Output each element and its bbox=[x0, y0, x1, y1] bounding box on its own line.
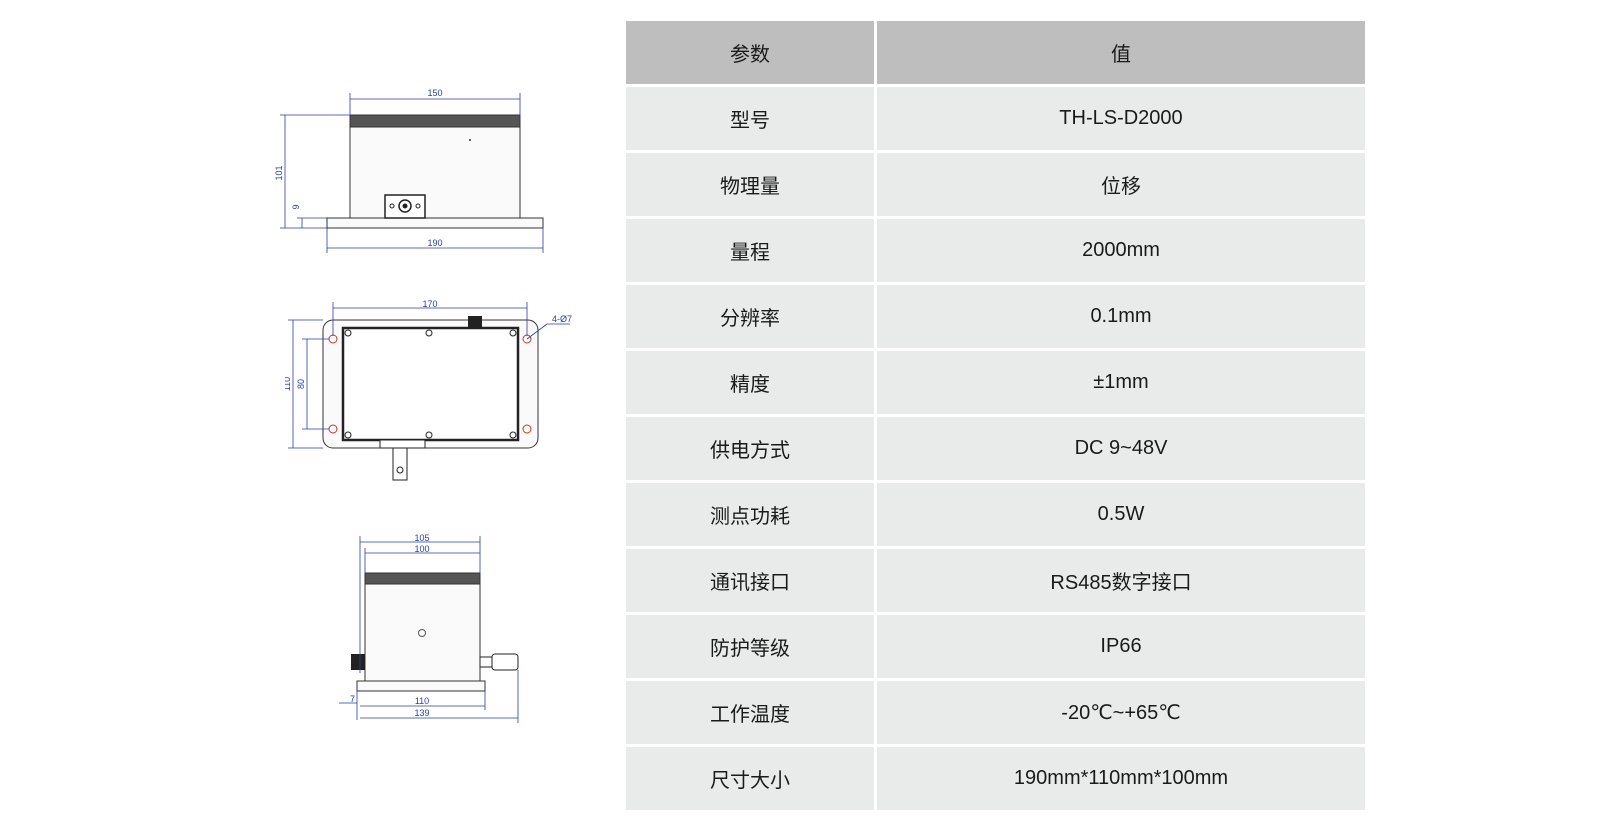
param-cell: 供电方式 bbox=[626, 417, 874, 480]
param-cell: 测点功耗 bbox=[626, 483, 874, 546]
value-cell: 2000mm bbox=[877, 219, 1365, 282]
front-width-label: 150 bbox=[427, 88, 442, 98]
table-row: 物理量 位移 bbox=[626, 153, 1365, 216]
param-cell: 分辨率 bbox=[626, 285, 874, 348]
param-cell: 精度 bbox=[626, 351, 874, 414]
param-cell: 尺寸大小 bbox=[626, 747, 874, 810]
spec-table: 参数 值 型号 TH-LS-D2000 物理量 位移 量程 2000mm 分辨率… bbox=[626, 21, 1365, 810]
table-row: 量程 2000mm bbox=[626, 219, 1365, 282]
param-cell: 量程 bbox=[626, 219, 874, 282]
value-cell: ±1mm bbox=[877, 351, 1365, 414]
front-base-height-label: 9 bbox=[291, 204, 301, 209]
table-row: 测点功耗 0.5W bbox=[626, 483, 1365, 546]
top-width-label: 170 bbox=[422, 299, 437, 309]
table-row: 精度 ±1mm bbox=[626, 351, 1365, 414]
table-row: 通讯接口 RS485数字接口 bbox=[626, 549, 1365, 612]
value-cell: TH-LS-D2000 bbox=[877, 87, 1365, 150]
side-overall-width-label: 139 bbox=[414, 708, 429, 718]
top-outer-height-label: 110 bbox=[285, 377, 292, 391]
side-inner-width-label: 100 bbox=[414, 544, 429, 554]
top-view-drawing: 170 4-Ø7 110 80 bbox=[282, 298, 585, 490]
table-row: 工作温度 -20℃~+65℃ bbox=[626, 681, 1365, 744]
value-cell: RS485数字接口 bbox=[877, 549, 1365, 612]
value-cell: 190mm*110mm*100mm bbox=[877, 747, 1365, 810]
table-row: 供电方式 DC 9~48V bbox=[626, 417, 1365, 480]
header-param-cell: 参数 bbox=[626, 21, 874, 84]
top-hole-label: 4-Ø7 bbox=[552, 314, 572, 324]
front-view-drawing: 150 101 9 190 bbox=[270, 85, 560, 260]
table-row: 型号 TH-LS-D2000 bbox=[626, 87, 1365, 150]
front-height-label: 101 bbox=[274, 165, 284, 180]
param-cell: 通讯接口 bbox=[626, 549, 874, 612]
header-value-cell: 值 bbox=[877, 21, 1365, 84]
value-cell: 位移 bbox=[877, 153, 1365, 216]
value-cell: IP66 bbox=[877, 615, 1365, 678]
side-base-height-label: 7 bbox=[350, 694, 355, 704]
side-base-width-label: 110 bbox=[415, 696, 429, 706]
value-cell: 0.1mm bbox=[877, 285, 1365, 348]
front-base-width-label: 190 bbox=[427, 238, 442, 248]
param-cell: 工作温度 bbox=[626, 681, 874, 744]
table-row: 尺寸大小 190mm*110mm*100mm bbox=[626, 747, 1365, 810]
value-cell: DC 9~48V bbox=[877, 417, 1365, 480]
top-inner-height-label: 80 bbox=[296, 379, 306, 389]
table-row: 分辨率 0.1mm bbox=[626, 285, 1365, 348]
table-row: 防护等级 IP66 bbox=[626, 615, 1365, 678]
value-cell: -20℃~+65℃ bbox=[877, 681, 1365, 744]
technical-drawings: 150 101 9 190 bbox=[0, 0, 620, 831]
param-cell: 物理量 bbox=[626, 153, 874, 216]
side-top-width-label: 105 bbox=[414, 533, 429, 543]
param-cell: 防护等级 bbox=[626, 615, 874, 678]
value-cell: 0.5W bbox=[877, 483, 1365, 546]
table-header-row: 参数 值 bbox=[626, 21, 1365, 84]
param-cell: 型号 bbox=[626, 87, 874, 150]
side-view-drawing: 105 100 7 110 139 bbox=[335, 528, 535, 728]
